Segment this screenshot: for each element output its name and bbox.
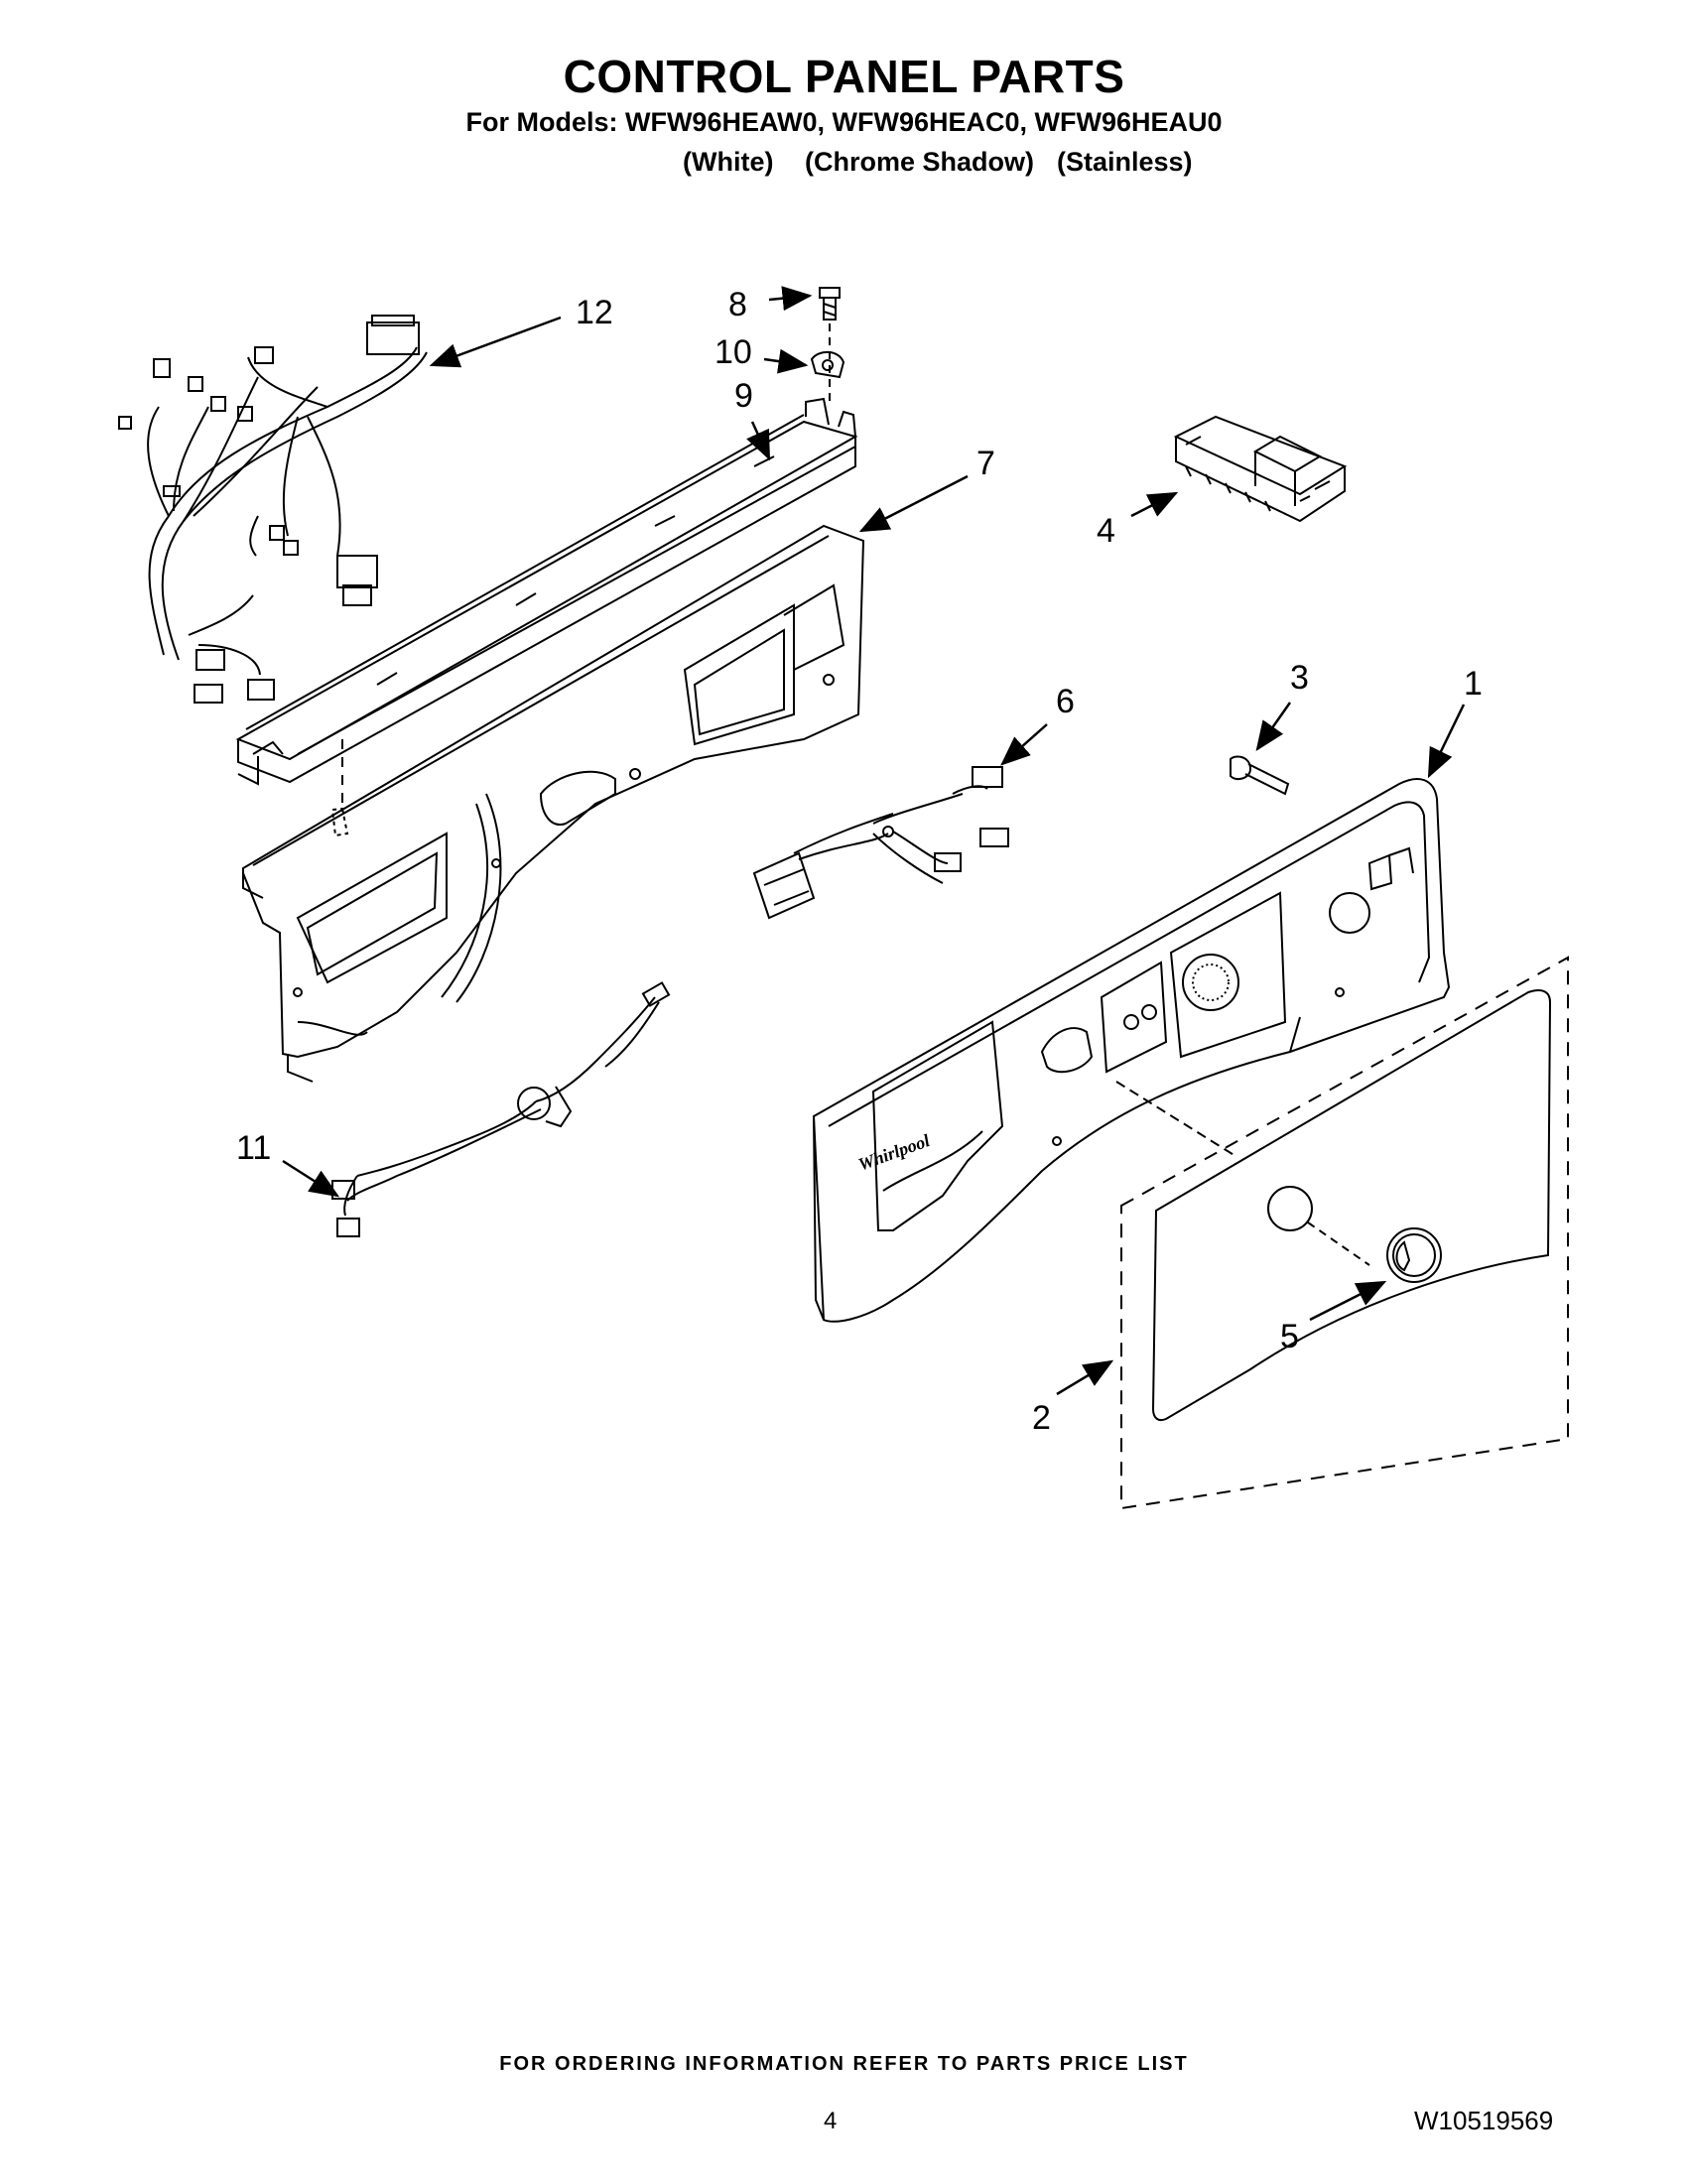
leader-2	[1056, 1359, 1114, 1396]
leader-3	[1255, 702, 1292, 752]
callout-8: 8	[728, 286, 747, 323]
assembly-line-2-to-1	[1115, 1081, 1236, 1157]
leader-8	[768, 286, 813, 312]
clip-part-10	[810, 350, 845, 379]
variant-white: (White)	[683, 147, 774, 177]
leader-4	[1130, 491, 1179, 518]
console-rail-part-9	[235, 397, 858, 786]
leader-1	[1427, 704, 1466, 779]
callout-9: 9	[734, 377, 753, 415]
leader-9	[746, 421, 771, 461]
document-number: W10519569	[1414, 2106, 1554, 2135]
callout-3: 3	[1290, 659, 1309, 697]
knob-part-5	[1386, 1227, 1442, 1283]
wire-harness-part-12	[118, 315, 428, 704]
callout-7: 7	[976, 445, 995, 482]
leader-7	[858, 474, 969, 533]
callout-12: 12	[576, 294, 613, 331]
control-module-part-4	[1173, 415, 1348, 523]
overlay-group-part-2	[1120, 956, 1569, 1510]
leader-5	[1309, 1280, 1387, 1322]
leader-arrows	[282, 286, 1466, 1396]
variant-stainless: (Stainless)	[1057, 147, 1193, 177]
console-panel-part-7	[242, 524, 865, 1083]
variant-chrome-shadow: (Chrome Shadow)	[805, 147, 1035, 177]
callout-6: 6	[1056, 683, 1075, 720]
wire-harness-part-6	[752, 766, 1009, 920]
screw-part-3	[1230, 755, 1290, 796]
callout-5: 5	[1280, 1318, 1299, 1355]
callout-10: 10	[714, 333, 752, 371]
callout-4: 4	[1097, 512, 1115, 550]
callout-2: 2	[1032, 1399, 1051, 1437]
wire-harness-part-11	[331, 981, 671, 1237]
page-number: 4	[824, 2108, 838, 2134]
console-front-part-1	[812, 778, 1451, 1323]
whirlpool-logo: Whirlpool	[855, 1130, 932, 1174]
callout-11: 11	[236, 1129, 271, 1167]
leader-12	[429, 316, 562, 368]
page-title: CONTROL PANEL PARTS	[563, 51, 1125, 102]
leader-6	[1000, 723, 1048, 766]
ordering-note: FOR ORDERING INFORMATION REFER TO PARTS …	[499, 2053, 1189, 2075]
models-line: For Models: WFW96HEAW0, WFW96HEAC0, WFW9…	[465, 107, 1223, 137]
screw-part-8	[819, 287, 841, 321]
leader-10	[763, 348, 809, 374]
leader-11	[282, 1159, 340, 1198]
callout-1: 1	[1464, 665, 1483, 703]
